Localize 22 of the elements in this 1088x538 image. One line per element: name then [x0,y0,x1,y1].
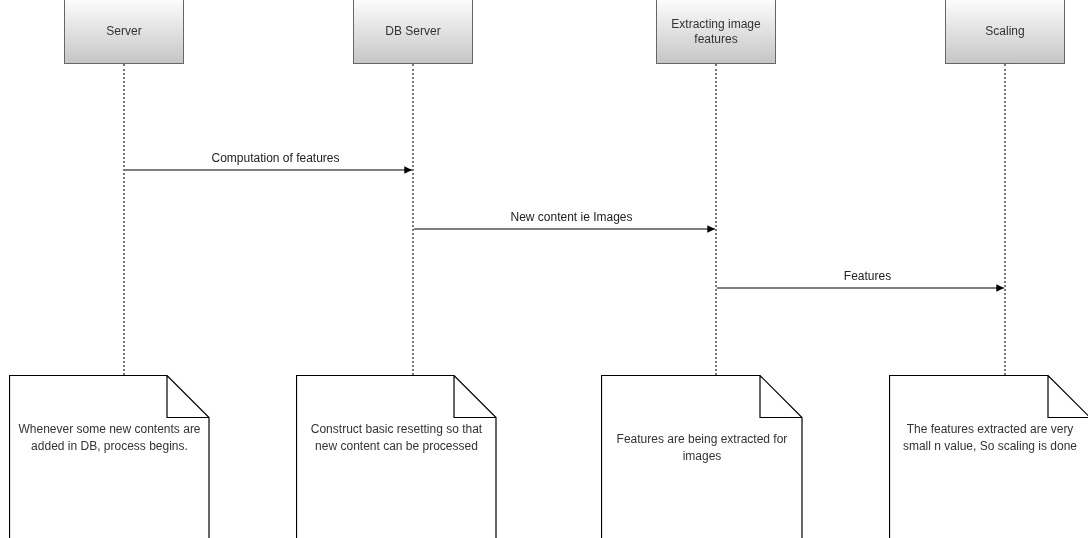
participant-box [64,0,184,64]
lifeline [1004,64,1006,375]
participant-name: Extracting image features [670,16,762,47]
edge-label: Computation of features [209,151,342,165]
participant-name: DB Server [384,24,442,39]
participant-box [353,0,473,64]
arrow [716,284,1005,292]
lifeline [123,64,125,375]
participant-name: Scaling [984,24,1026,39]
note-text: The features extracted are very small n value, So scaling is done [901,421,1079,455]
note-text: Whenever some new contents are added in DB, process begins. [17,421,202,455]
edge-label: Features [841,269,894,283]
participant-name: Server [105,24,143,39]
lifeline [412,64,414,375]
participant-box [656,0,776,64]
participant-box [945,0,1065,64]
note-text: Construct basic resetting so that new content can be processed [309,421,484,455]
arrow [413,225,716,233]
edge-label: New content ie Images [508,210,635,224]
lifeline [715,64,717,375]
arrow [124,166,413,174]
note-text: Features are being extracted for images [615,431,789,465]
